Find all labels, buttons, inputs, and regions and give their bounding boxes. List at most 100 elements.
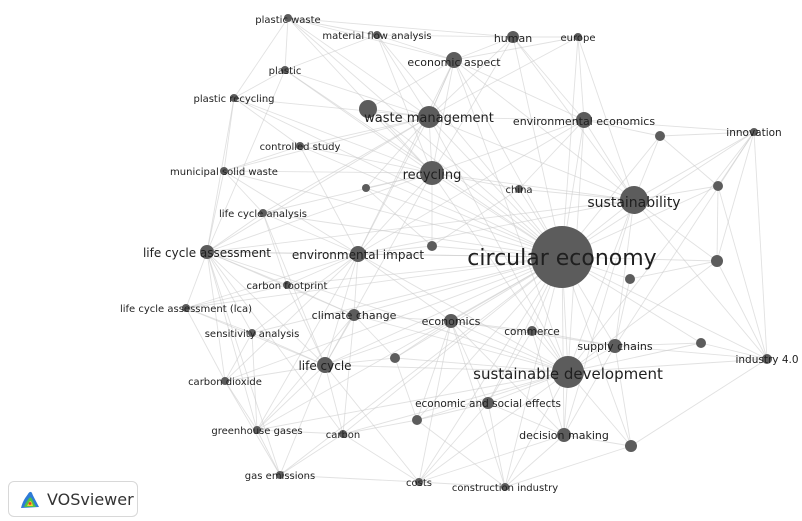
edge-rec-hum xyxy=(431,36,514,174)
edge-pr-msw xyxy=(223,97,235,172)
edge-dm-ese xyxy=(487,402,565,436)
edge-lc-sa xyxy=(251,332,326,366)
node-europe[interactable] xyxy=(574,33,582,41)
node-environmental-economics[interactable] xyxy=(576,112,592,128)
edge-sd-eco xyxy=(450,320,569,373)
edge-ei-cd xyxy=(224,253,359,382)
edge-gg-carb xyxy=(256,429,344,435)
node-supply-chains[interactable] xyxy=(608,339,622,353)
edge-rec-pw xyxy=(287,17,433,174)
edge-sus-n4 xyxy=(633,199,718,262)
node-recycling[interactable] xyxy=(420,161,444,185)
node-climate-change[interactable] xyxy=(348,309,360,321)
node-carbon-dioxide[interactable] xyxy=(221,377,229,385)
node-label-circular-economy: circular economy xyxy=(467,246,656,271)
node-n8[interactable] xyxy=(412,415,422,425)
edge-ese-n8 xyxy=(416,402,489,421)
edge-sc-inn xyxy=(614,131,755,347)
node-life-cycle-assessment[interactable] xyxy=(200,245,214,259)
edge-ce-lcan xyxy=(262,212,563,258)
node-environmental-impact[interactable] xyxy=(350,246,366,262)
node-economic-aspect[interactable] xyxy=(446,52,462,68)
edge-eco-cc xyxy=(353,314,452,322)
edge-rec-mfa xyxy=(376,34,433,174)
node-carbon[interactable] xyxy=(339,430,347,438)
edge-ee-n2 xyxy=(583,119,661,137)
edge-sd-lca xyxy=(206,251,569,373)
edge-wm-lcan xyxy=(262,116,430,214)
edge-sus-wm xyxy=(428,116,635,201)
node-sustainable-development[interactable] xyxy=(552,356,584,388)
edge-sus-hum xyxy=(512,36,635,201)
edge-i40-n9 xyxy=(630,358,768,447)
node-life-cycle-analysis[interactable] xyxy=(259,209,267,217)
node-n3[interactable] xyxy=(713,181,723,191)
node-plastic[interactable] xyxy=(281,66,289,74)
node-human[interactable] xyxy=(507,31,519,43)
node-n4[interactable] xyxy=(711,255,723,267)
edge-ea-ei xyxy=(357,59,455,255)
node-n7[interactable] xyxy=(390,353,400,363)
edge-lca-msw xyxy=(206,170,225,253)
edge-ei-cf xyxy=(286,253,359,286)
edge-sus-inn xyxy=(633,131,755,201)
edge-inn-n3 xyxy=(717,131,755,187)
node-commerce[interactable] xyxy=(527,326,537,336)
node-municipal-solid-waste[interactable] xyxy=(220,167,228,175)
node-economic-and-social-effects[interactable] xyxy=(482,397,494,409)
edge-lc-n7 xyxy=(324,357,396,366)
node-construction-industry[interactable] xyxy=(501,483,509,491)
node-plastic-waste[interactable] xyxy=(284,14,292,22)
edge-ce-msw xyxy=(223,170,563,258)
node-label-human: human xyxy=(494,32,532,45)
edge-rec-pr xyxy=(233,97,433,174)
edge-wm-eur xyxy=(428,36,579,118)
node-carbon-footprint[interactable] xyxy=(283,281,291,289)
edge-ce-inn xyxy=(561,131,755,258)
node-economics[interactable] xyxy=(444,314,458,328)
node-greenhouse-gases[interactable] xyxy=(253,426,261,434)
edge-sc-i40 xyxy=(614,345,768,360)
node-n9[interactable] xyxy=(625,440,637,452)
edge-sd-gg xyxy=(256,371,569,431)
edge-dm-n9 xyxy=(563,434,632,447)
node-industry-4-0[interactable] xyxy=(762,354,772,364)
edge-lc-cd xyxy=(224,364,326,382)
node-label-greenhouse-gases: greenhouse gases xyxy=(211,426,302,437)
node-costs[interactable] xyxy=(415,478,423,486)
node-label-life-cycle-assessment-lca-: life cycle assessment (lca) xyxy=(120,304,252,315)
node-n5[interactable] xyxy=(625,274,635,284)
edge-dm-sc xyxy=(563,345,616,436)
node-n2[interactable] xyxy=(655,131,665,141)
edge-ea-n1 xyxy=(367,59,455,110)
node-label-decision-making: decision making xyxy=(519,429,609,442)
node-gas-emissions[interactable] xyxy=(276,471,284,479)
node-sustainability[interactable] xyxy=(620,186,648,214)
node-n1[interactable] xyxy=(359,100,377,118)
node-waste-management[interactable] xyxy=(418,106,440,128)
node-n6[interactable] xyxy=(696,338,706,348)
edge-eco-cost xyxy=(418,320,452,483)
edge-sd-n4 xyxy=(567,260,718,373)
node-circular-economy[interactable] xyxy=(531,226,593,288)
node-n11[interactable] xyxy=(362,184,370,192)
edge-ei-gg xyxy=(256,253,359,431)
node-controlled-study[interactable] xyxy=(296,142,304,150)
edge-sd-sus xyxy=(567,199,635,373)
node-n10[interactable] xyxy=(427,241,437,251)
node-sensitivity-analysis[interactable] xyxy=(248,329,256,337)
edge-ce-n11 xyxy=(365,187,563,258)
vosviewer-badge[interactable]: VOSviewer xyxy=(8,481,138,517)
edge-rec-cs xyxy=(299,145,433,174)
node-decision-making[interactable] xyxy=(557,428,571,442)
node-life-cycle[interactable] xyxy=(317,357,333,373)
edge-sd-lc xyxy=(324,364,569,373)
node-china[interactable] xyxy=(515,185,523,193)
edge-msw-cs xyxy=(223,145,301,172)
node-life-cycle-assessment-lca-[interactable] xyxy=(182,304,190,312)
node-material-flow-analysis[interactable] xyxy=(373,31,381,39)
node-plastic-recycling[interactable] xyxy=(230,94,238,102)
edge-ce-hum xyxy=(512,36,563,258)
node-innovation[interactable] xyxy=(750,128,758,136)
edge-sc-n9 xyxy=(614,345,632,447)
